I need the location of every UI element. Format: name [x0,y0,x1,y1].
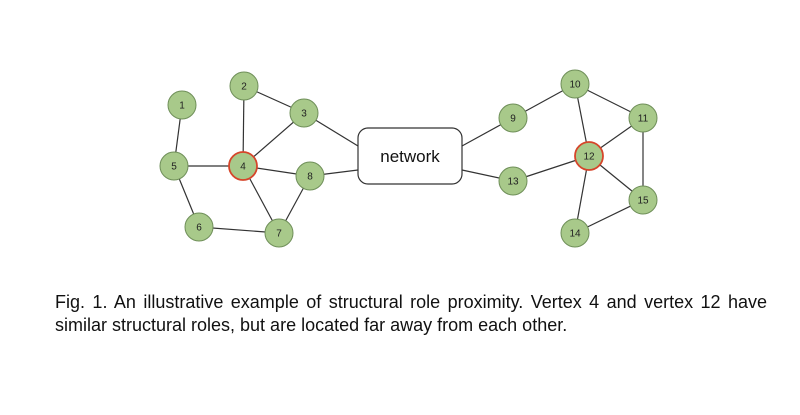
vertex-label-8: 8 [307,172,313,183]
vertex-3: 3 [289,98,319,128]
vertex-5: 5 [159,151,189,181]
vertex-label-2: 2 [241,82,247,93]
network-box-group: network [357,127,463,185]
vertex-2: 2 [229,71,259,101]
vertex-4: 4 [228,151,258,181]
vertex-12: 12 [574,141,604,171]
vertex-circle-14 [560,218,590,248]
vertex-label-7: 7 [276,229,282,240]
vertex-circle-6 [184,212,214,242]
vertex-circle-4 [228,151,258,181]
vertex-label-14: 14 [569,229,581,240]
vertex-circle-13 [498,166,528,196]
network-box-label: network [380,147,440,166]
vertex-circle-2 [229,71,259,101]
vertex-label-12: 12 [583,152,595,163]
vertex-circle-15 [628,185,658,215]
vertex-1: 1 [167,90,197,120]
vertex-10: 10 [560,69,590,99]
vertex-label-4: 4 [240,162,246,173]
network-box [357,127,463,185]
vertex-circle-1 [167,90,197,120]
vertex-label-15: 15 [637,196,649,207]
vertex-circle-12 [574,141,604,171]
vertex-6: 6 [184,212,214,242]
vertex-circle-3 [289,98,319,128]
vertex-label-3: 3 [301,109,307,120]
vertex-circle-11 [628,103,658,133]
vertex-label-11: 11 [638,114,649,125]
vertex-label-9: 9 [510,114,516,125]
vertex-14: 14 [560,218,590,248]
vertex-9: 9 [498,103,528,133]
vertex-circle-10 [560,69,590,99]
vertex-7: 7 [264,218,294,248]
vertex-13: 13 [498,166,528,196]
vertex-8: 8 [295,161,325,191]
vertex-11: 11 [628,103,658,133]
vertex-label-10: 10 [569,80,581,91]
vertex-circle-7 [264,218,294,248]
vertex-15: 15 [628,185,658,215]
vertex-label-1: 1 [179,101,185,112]
vertex-label-13: 13 [507,177,519,188]
vertex-circle-8 [295,161,325,191]
figure-caption: Fig. 1. An illustrative example of struc… [55,292,767,335]
vertex-label-6: 6 [196,223,202,234]
vertex-circle-5 [159,151,189,181]
vertex-label-5: 5 [171,162,177,173]
vertex-circle-9 [498,103,528,133]
